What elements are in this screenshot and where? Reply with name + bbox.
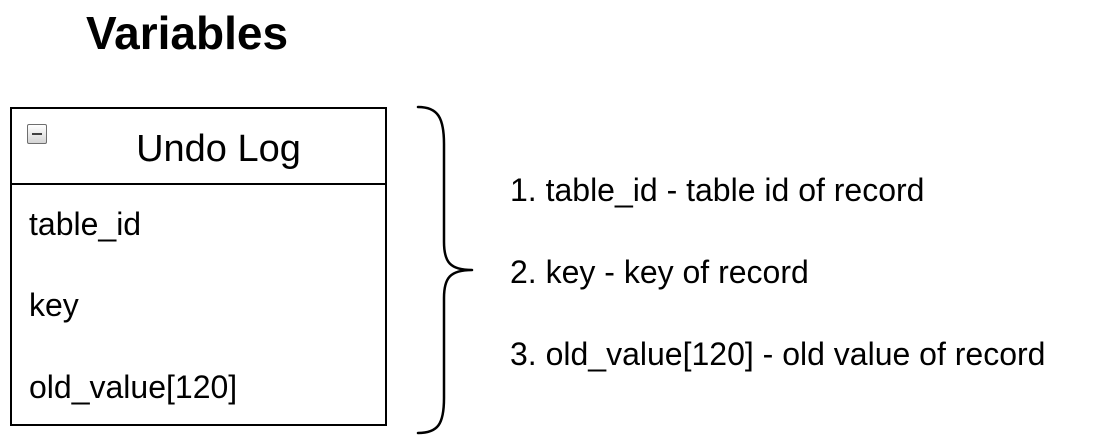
field-table-id: table_id	[29, 206, 142, 242]
collapse-icon[interactable]	[27, 124, 47, 144]
description-item: 2. key - key of record	[510, 254, 809, 290]
curly-brace-path	[416, 105, 474, 435]
undo-log-class-header: Undo Log	[12, 109, 385, 185]
field-key: key	[29, 287, 79, 323]
undo-log-class-box: Undo Log table_id key old_value[120]	[10, 107, 387, 426]
description-item: 1. table_id - table id of record	[510, 172, 925, 208]
class-name: Undo Log	[136, 128, 301, 170]
field-old-value: old_value[120]	[29, 369, 238, 405]
page-title: Variables	[86, 7, 289, 59]
curly-brace	[416, 105, 474, 435]
description-item: 3. old_value[120] - old value of record	[510, 336, 1046, 372]
